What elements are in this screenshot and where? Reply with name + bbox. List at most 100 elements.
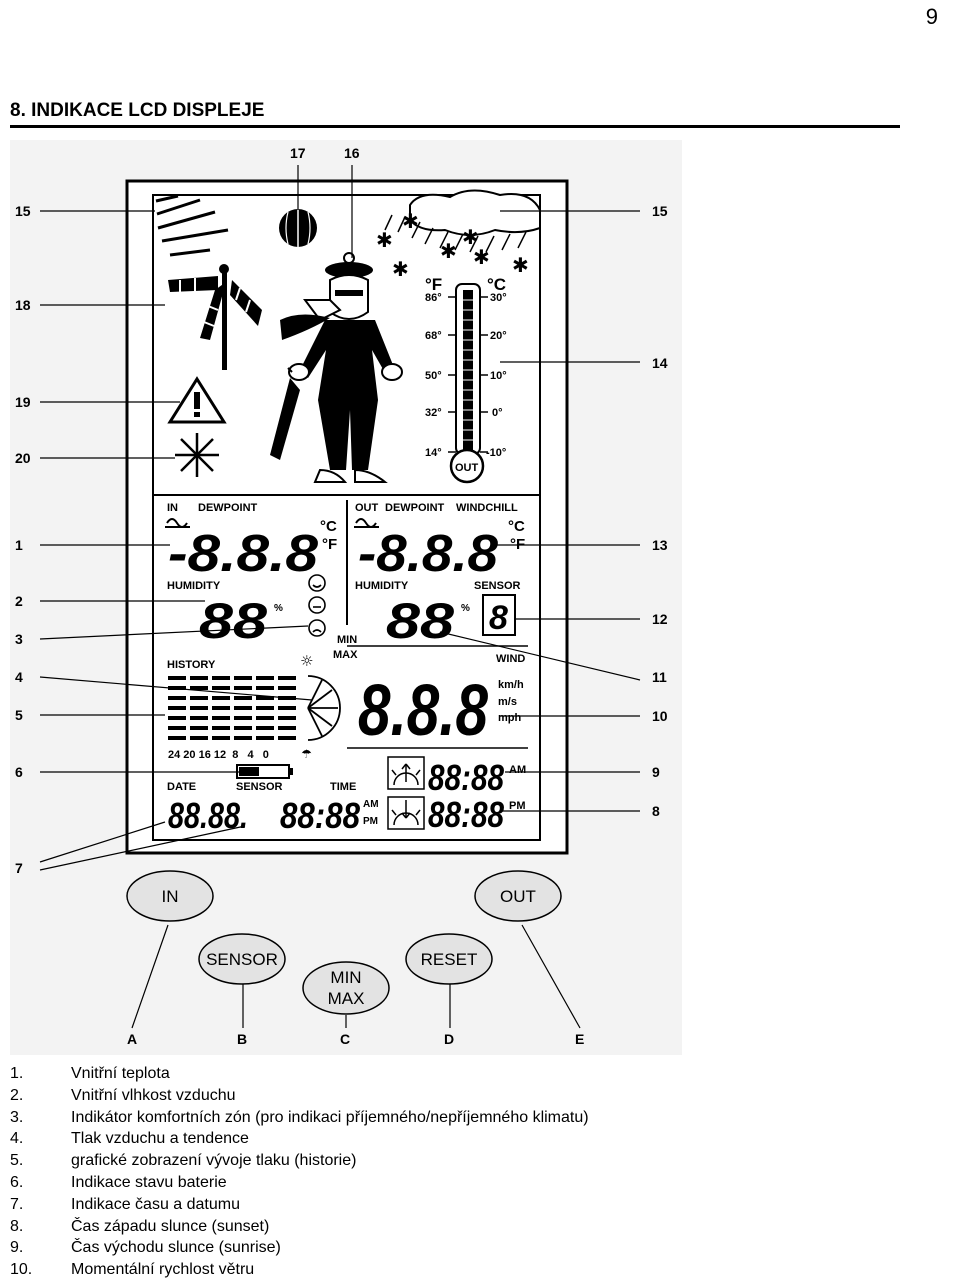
sunset-pm: PM [509, 800, 526, 812]
page-number: 9 [925, 4, 938, 29]
callout-19: 19 [15, 394, 31, 410]
sunrise-icon [387, 756, 425, 790]
callout-1: 1 [15, 537, 23, 553]
thermometer-graphic [448, 283, 488, 484]
sunrise-digits: 88:88 [428, 757, 504, 798]
humidity-label-outdoor: HUMIDITY [355, 580, 409, 592]
svg-text:✱: ✱ [462, 225, 479, 249]
callout-14: 14 [652, 355, 668, 371]
ms-unit: m/s [498, 696, 517, 708]
legend-item: 3.Indikátor komfortních zón (pro indikac… [10, 1108, 589, 1126]
callout-E: E [575, 1031, 584, 1047]
reset-button-label: RESET [421, 950, 478, 969]
callout-17: 17 [290, 145, 306, 161]
minmax-button-label-min: MIN [330, 968, 361, 987]
outdoor-humidity-digits: 88 [386, 593, 454, 649]
legend-item: 4.Tlak vzduchu a tendence [10, 1130, 249, 1148]
callout-18: 18 [15, 297, 31, 313]
thermo-f-32: 32° [425, 407, 442, 419]
out-button[interactable] [474, 870, 562, 922]
callout-5: 5 [15, 707, 23, 723]
legend-list: 1.Vnitřní teplota 2.Vnitřní vlhkost vzdu… [10, 1063, 589, 1281]
humidity-label: HUMIDITY [167, 580, 221, 592]
in-button-label: IN [162, 887, 179, 906]
indoor-unit-f: °F [322, 536, 337, 553]
outdoor-pct: % [461, 603, 470, 614]
legend-item: 8.Čas západu slunce (sunset) [10, 1217, 270, 1235]
callout-B: B [237, 1031, 247, 1047]
legend-item: 5.grafické zobrazení vývoje tlaku (histo… [10, 1152, 357, 1170]
max-label: MAX [333, 649, 358, 661]
ball-icon [279, 209, 317, 247]
callout-9: 9 [652, 764, 660, 780]
sensor-label: SENSOR [474, 580, 521, 592]
warning-icon [167, 376, 227, 424]
outdoor-temp-digits: -8.8.8 [358, 525, 498, 583]
time-pm: PM [363, 816, 378, 827]
in-button[interactable] [126, 870, 214, 922]
mph-unit: mph [498, 712, 522, 724]
callout-2: 2 [15, 593, 23, 609]
wind-speed-digits: 8.8.8 [358, 671, 488, 751]
thermo-c-minus10: -10° [486, 447, 506, 459]
battery-icon [236, 764, 293, 779]
sensor-battery-label: SENSOR [236, 781, 283, 793]
indoor-unit-c: °C [320, 518, 337, 535]
out-dewpoint-label: DEWPOINT [385, 502, 445, 514]
callout-lines [39, 165, 641, 1029]
callout-13: 13 [652, 537, 668, 553]
callout-D: D [444, 1031, 454, 1047]
indoor-temp-digits: -8.8.8 [168, 525, 318, 583]
sunny-small-icon: ☼ [300, 652, 313, 670]
thermo-f-86: 86° [425, 292, 442, 304]
legend-item: 6.Indikace stavu baterie [10, 1173, 227, 1191]
callout-8: 8 [652, 803, 660, 819]
sensor-digit-box [482, 594, 516, 636]
legend-item: 1.Vnitřní teplota [10, 1065, 170, 1082]
history-axis: 24 20 16 12 8 4 0 [168, 749, 269, 761]
date-label: DATE [167, 781, 196, 793]
windsock-icon [168, 264, 262, 370]
kmh-unit: km/h [498, 679, 524, 691]
heading-rule [10, 125, 900, 128]
thermo-out-label: OUT [455, 462, 479, 474]
sensor-button[interactable] [198, 933, 286, 985]
callout-10: 10 [652, 708, 668, 724]
history-label: HISTORY [167, 659, 216, 671]
out-button-label: OUT [500, 887, 536, 906]
callout-15-right: 15 [652, 203, 668, 219]
thermo-f-68: 68° [425, 330, 442, 342]
indoor-trend-icon [165, 518, 190, 528]
date-digits: 88.88. [168, 795, 248, 836]
reset-button[interactable] [405, 933, 493, 985]
callout-C: C [340, 1031, 350, 1047]
thermo-c-20: 20° [490, 330, 507, 342]
svg-text:✱: ✱ [402, 209, 419, 233]
thermo-c-10: 10° [490, 370, 507, 382]
thermo-c-unit: °C [487, 275, 506, 294]
legend-item: 2.Vnitřní vlhkost vzduchu [10, 1086, 236, 1104]
svg-text:✱: ✱ [512, 253, 529, 277]
svg-text:✱: ✱ [376, 228, 393, 252]
legend-item: 7.Indikace času a datumu [10, 1195, 240, 1213]
thermo-c-30: 30° [490, 292, 507, 304]
legend-item: 9.Čas východu slunce (sunrise) [10, 1239, 281, 1257]
rain-small-icon: ☂ [301, 747, 312, 761]
in-label: IN [167, 502, 178, 514]
outdoor-trend-icon [354, 518, 379, 528]
minmax-button-label-max: MAX [328, 989, 365, 1008]
legend-item: 10.Momentální rychlost větru [10, 1261, 255, 1279]
sun-icon [155, 194, 229, 257]
callout-4: 4 [15, 669, 23, 685]
time-label: TIME [330, 781, 356, 793]
lcd-inner-frame [152, 194, 541, 841]
callout-16: 16 [344, 145, 360, 161]
svg-text:✱: ✱ [392, 257, 409, 281]
thermo-f-50: 50° [425, 370, 442, 382]
time-am: AM [363, 799, 379, 810]
minmax-button[interactable] [302, 961, 390, 1015]
sunset-digits: 88:88 [428, 794, 504, 835]
callout-3: 3 [15, 631, 23, 647]
sensor-button-label: SENSOR [206, 950, 278, 969]
out-label: OUT [355, 502, 379, 514]
